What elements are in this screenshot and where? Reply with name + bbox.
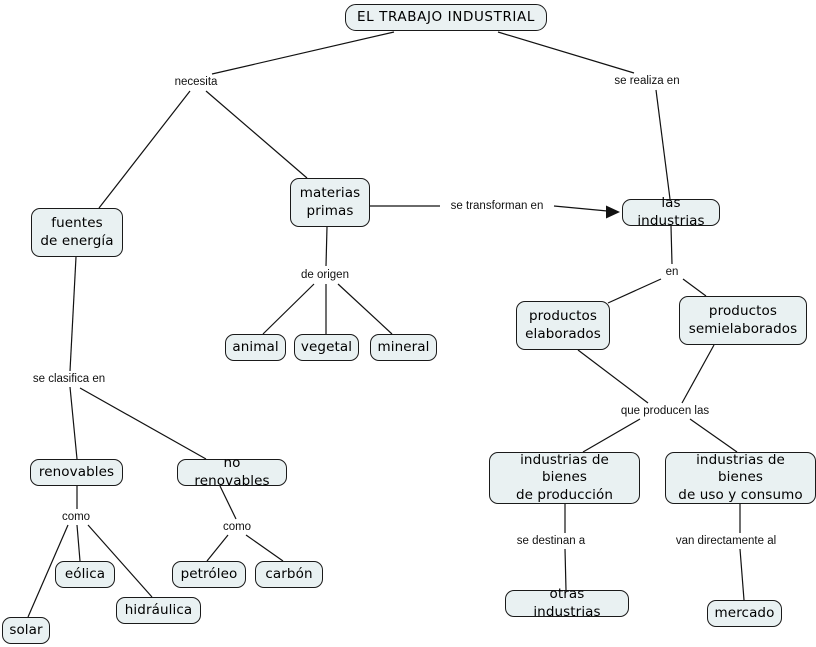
edge-trabajo-necesita — [211, 31, 395, 75]
node-elaborados[interactable]: productos elaborados — [516, 301, 610, 350]
link-label-en: en — [663, 266, 681, 278]
edge-como1-hidraulica — [87, 524, 153, 598]
edge-norenovables-como2 — [219, 485, 237, 520]
link-label-como2: como — [220, 521, 254, 533]
node-materias[interactable]: materias primas — [290, 178, 370, 227]
link-label-como1: como — [59, 511, 93, 523]
node-industrias[interactable]: las industrias — [622, 195, 720, 229]
edge-como1-solar — [27, 524, 69, 618]
node-semielaborados[interactable]: productos semielaborados — [679, 296, 807, 345]
node-norenovables[interactable]: no renovables — [177, 455, 287, 489]
edge-en-semielaborados — [682, 278, 707, 297]
link-label-vandirectamente: van directamente al — [673, 535, 779, 547]
node-otrasind[interactable]: otras industrias — [505, 586, 629, 620]
node-fuentes[interactable]: fuentes de energía — [31, 208, 123, 257]
node-mineral[interactable]: mineral — [370, 334, 437, 361]
edge-necesita-materias — [205, 90, 308, 179]
edge-semielaborados-queproducen — [681, 344, 715, 404]
edge-serealizaen-industrias — [655, 89, 671, 200]
edge-como2-carbon — [245, 534, 284, 562]
edge-vandirectamente-mercado — [739, 548, 745, 601]
edge-seclasificaen-norenovables — [79, 387, 207, 460]
edge-como1-eolica — [76, 524, 81, 562]
link-label-setransforman: se transforman en — [448, 200, 546, 212]
node-eolica[interactable]: eólica — [55, 561, 115, 588]
edge-industrias-en — [670, 225, 673, 265]
edge-sedestinan-otrasind — [564, 548, 567, 591]
edge-queproducen-bienesprod — [582, 418, 641, 453]
edge-deorigen-mineral — [337, 283, 393, 335]
node-animal[interactable]: animal — [225, 334, 286, 361]
node-mercado[interactable]: mercado — [707, 600, 782, 627]
link-label-sedestinana: se destinan a — [514, 535, 588, 547]
edge-elaborados-queproducen — [577, 349, 649, 404]
link-label-necesita: necesita — [172, 76, 220, 88]
node-bienesuso[interactable]: industrias de bienes de uso y consumo — [665, 452, 816, 504]
node-bienesprod[interactable]: industrias de bienes de producción — [489, 452, 640, 504]
edge-fuentes-seclasificaen — [69, 256, 77, 372]
edge-materias-deorigen — [325, 226, 328, 267]
node-solar[interactable]: solar — [2, 617, 50, 644]
edge-trabajo-serealizaen — [497, 31, 635, 74]
edge-en-elaborados — [607, 278, 662, 304]
edge-necesita-fuentes — [98, 90, 191, 209]
link-label-serealizaen: se realiza en — [612, 75, 682, 87]
node-petroleo[interactable]: petróleo — [172, 561, 246, 588]
link-label-queproducenlas: que producen las — [618, 405, 712, 417]
edge-queproducen-bienesuso — [689, 418, 738, 453]
edge-seclasificaen-renovables — [69, 386, 78, 460]
node-carbon[interactable]: carbón — [255, 561, 323, 588]
node-renovables[interactable]: renovables — [30, 459, 123, 486]
link-label-deorigen: de origen — [299, 269, 351, 281]
link-label-seclasificaen: se clasifica en — [30, 373, 108, 385]
node-trabajo[interactable]: EL TRABAJO INDUSTRIAL — [345, 4, 547, 31]
edge-como2-petroleo — [206, 534, 229, 562]
node-hidraulica[interactable]: hidráulica — [116, 597, 201, 624]
arrowhead-icon — [606, 205, 620, 219]
node-vegetal[interactable]: vegetal — [294, 334, 359, 361]
edge-deorigen-animal — [262, 283, 315, 335]
